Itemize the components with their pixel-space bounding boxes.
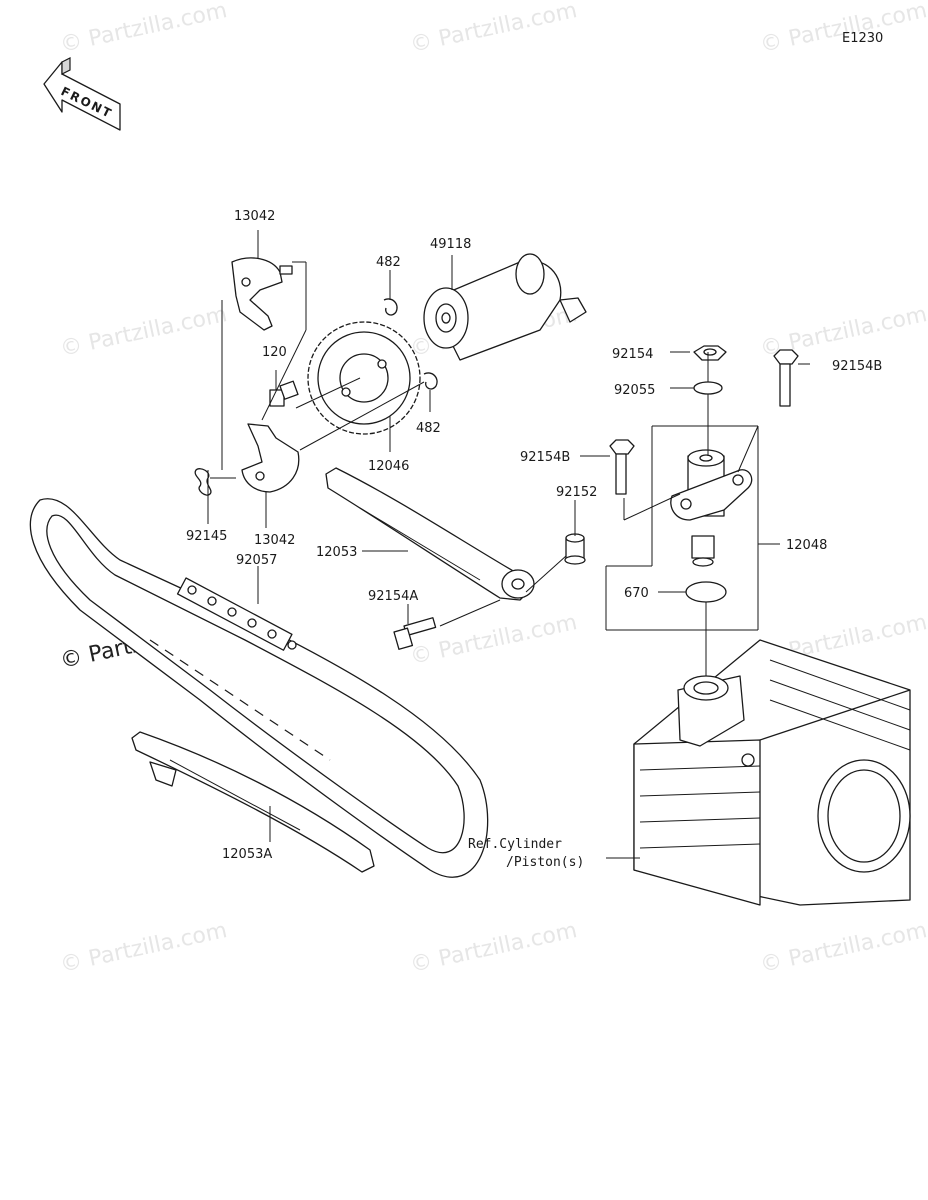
bolt-92154b-right [773,349,799,407]
o-ring-670 [685,581,727,603]
camshaft-49118 [423,253,587,361]
label-ref-piston: /Piston(s) [506,855,584,870]
bolt-120 [269,380,299,407]
chain-links [176,577,297,651]
label-92057: 92057 [236,553,277,568]
bolt-92154b-left [609,439,635,495]
tensioner-12048 [670,449,753,567]
leader-lines [207,230,810,859]
o-ring-92055 [693,381,723,395]
part-labels: 13042 49118 482 120 482 12046 92145 1304… [186,209,882,870]
clip-482-top [383,298,398,316]
label-120: 120 [262,345,287,360]
label-12053: 12053 [316,545,357,560]
label-482-bottom: 482 [416,421,441,436]
watermark: © Partzilla.com [408,0,579,58]
label-12048: 12048 [786,538,827,553]
label-13042-bottom: 13042 [254,533,295,548]
label-92154b-right: 92154B [832,359,882,374]
label-92154a: 92154A [368,589,418,604]
watermark: © Partzilla.com [408,918,579,978]
label-12053a: 12053A [222,847,272,862]
label-92152: 92152 [556,485,597,500]
timing-chain [29,498,489,878]
label-12046: 12046 [368,459,409,474]
decomp-weight-13042-top [231,257,293,331]
watermark: © Partzilla.com [58,0,229,58]
spring-92145 [194,468,236,496]
pin-92152 [564,533,586,565]
cam-sprocket-12046 [307,321,421,435]
label-92145: 92145 [186,529,227,544]
chain-guide-12053a [131,731,375,873]
front-arrow-icon: FRONT [43,57,121,131]
decomp-weight-13042-bottom [241,423,300,493]
cylinder-block [633,639,911,906]
bolt-92154a [393,617,437,650]
watermark: © Partzilla.com [758,918,928,978]
label-670: 670 [624,586,649,601]
clip-482-bottom [423,372,438,390]
nut-92154 [693,345,727,361]
watermark: © Partzilla.com [58,302,229,362]
label-92154: 92154 [612,347,653,362]
label-49118: 49118 [430,237,471,252]
watermark: © Partzilla.com [58,918,229,978]
label-13042-top: 13042 [234,209,275,224]
watermark: © Partzilla.com [758,0,928,58]
chain-guide-12053 [325,467,535,601]
label-92154b-left: 92154B [520,450,570,465]
label-ref-cylinder: Ref.Cylinder [468,837,562,852]
label-482-top: 482 [376,255,401,270]
diagram-code: E1230 [842,31,883,46]
label-92055: 92055 [614,383,655,398]
